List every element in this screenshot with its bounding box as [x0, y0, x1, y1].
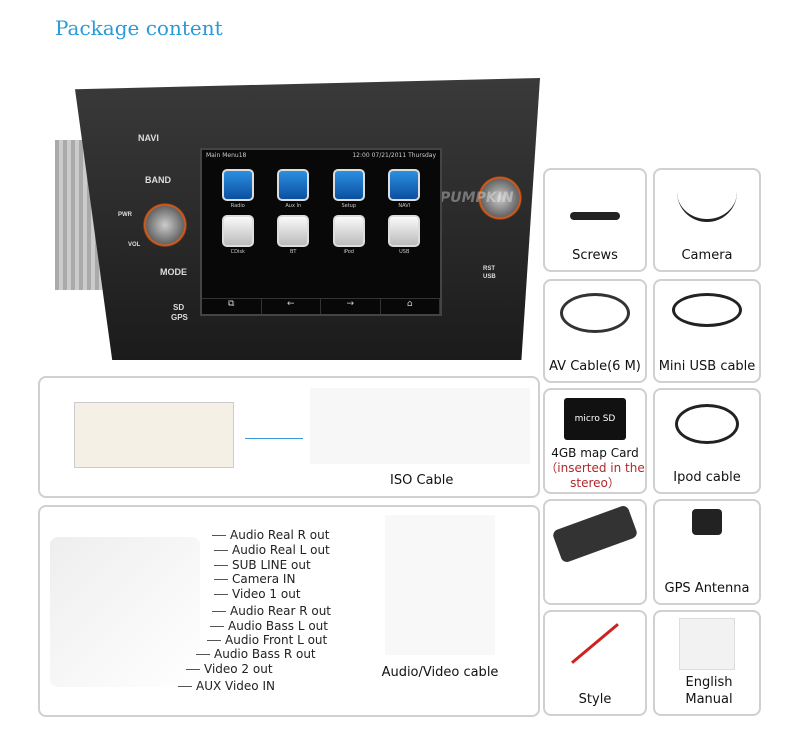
- camera-image: [677, 192, 737, 222]
- band-button: BAND: [145, 175, 171, 185]
- vol-label: VOL: [128, 242, 141, 248]
- mode-button: MODE: [160, 267, 187, 277]
- forward-arrow-icon: →: [321, 299, 381, 314]
- item-label: AV Cable(6 M): [549, 359, 641, 374]
- sd-label: SD: [173, 303, 185, 312]
- item-mini-usb: Mini USB cable: [653, 279, 761, 383]
- item-manual: English Manual: [653, 610, 761, 716]
- window-icon: ⧉: [202, 299, 262, 314]
- app-label: Radio: [230, 203, 245, 209]
- wire-label: AUX Video IN: [178, 679, 275, 693]
- wire-label: Audio Real R out: [212, 528, 329, 542]
- item-camera: Camera: [653, 168, 761, 272]
- app-ipod: iPod: [323, 215, 375, 255]
- item-ipod-cable: Ipod cable: [653, 388, 761, 494]
- app-label: USB: [399, 249, 410, 255]
- item-stylus: Style: [543, 610, 647, 716]
- globe-icon: [388, 169, 421, 201]
- item-gps-antenna: GPS Antenna: [653, 499, 761, 605]
- item-label: Ipod cable: [673, 470, 741, 485]
- bluetooth-icon: [277, 215, 310, 247]
- navi-button: NAVI: [138, 133, 159, 143]
- item-label: Mini USB cable: [658, 359, 756, 374]
- app-label: Aux In: [285, 203, 302, 209]
- menu-title: Main Menu: [206, 152, 239, 159]
- item-screws: Screws: [543, 168, 647, 272]
- apple-icon: [332, 215, 365, 247]
- remote-image: [551, 504, 639, 564]
- gps-antenna-image: [692, 509, 722, 535]
- iso-connector-image: [74, 402, 234, 468]
- wire-label: Video 2 out: [186, 662, 273, 676]
- wire-label: Audio Front L out: [207, 633, 327, 647]
- item-label: English Manual: [685, 675, 733, 707]
- back-arrow-icon: ←: [262, 299, 321, 314]
- time: 12:00: [352, 152, 370, 159]
- item-label: Screws: [572, 248, 618, 263]
- micro-sd-image: micro SD: [564, 398, 626, 440]
- item-label: GPS Antenna: [664, 581, 750, 596]
- radio-icon: [221, 169, 254, 201]
- app-label: CDisk: [230, 249, 245, 255]
- gps-label: GPS: [171, 313, 188, 322]
- disc-icon: [221, 215, 254, 247]
- app-label: NAVI: [398, 203, 411, 209]
- screws-image: [570, 212, 620, 220]
- ipod-cable-image: [675, 404, 739, 444]
- menu-number: 18: [238, 152, 247, 159]
- volume-knob: [143, 203, 187, 247]
- app-setup: Setup: [323, 169, 375, 209]
- av-cable-image: [385, 515, 495, 655]
- gear-icon: [332, 169, 365, 201]
- item-iso-cable: ISO Cable: [38, 376, 540, 498]
- stylus-image: [571, 623, 619, 664]
- pwr-label: PWR: [118, 212, 132, 218]
- wire-label: SUB LINE out: [214, 558, 311, 572]
- usb-icon: [388, 215, 421, 247]
- page-title: Package content: [55, 16, 223, 40]
- app-label: iPod: [343, 249, 354, 255]
- item-label: Camera: [681, 248, 733, 263]
- app-aux-in: Aux In: [268, 169, 320, 209]
- usb-label: USB: [483, 274, 496, 280]
- wire-label: Audio Rear R out: [212, 604, 331, 618]
- app-label: Setup: [341, 203, 357, 209]
- item-remote: [543, 499, 647, 605]
- app-cdisk: CDisk: [212, 215, 264, 255]
- home-icon: ⌂: [381, 299, 440, 314]
- usb-cable-image: [672, 293, 742, 327]
- wire-label: Camera IN: [214, 572, 295, 586]
- brand-watermark: PUMPKIN: [440, 190, 514, 206]
- item-label: Style: [578, 692, 612, 707]
- day: Thursday: [408, 152, 436, 159]
- tune-knob: [478, 176, 522, 220]
- app-navi: NAVI: [379, 169, 431, 209]
- wire-label: Audio Bass R out: [196, 647, 316, 661]
- item-note: （inserted in the stereo）: [545, 461, 645, 490]
- rca-harness-image: [50, 537, 200, 687]
- av-cable-image: [560, 293, 630, 333]
- app-usb: USB: [379, 215, 431, 255]
- item-label: 4GB map Card: [551, 446, 639, 460]
- rst-label: RST: [483, 266, 495, 272]
- item-map-card: micro SD 4GB map Card（inserted in the st…: [543, 388, 647, 494]
- app-radio: Radio: [212, 169, 264, 209]
- item-label: Audio/Video cable: [381, 665, 499, 680]
- manual-image: [679, 618, 735, 670]
- app-bt: BT: [268, 215, 320, 255]
- item-av-cable: AV Cable(6 M): [543, 279, 647, 383]
- wire-label: Video 1 out: [214, 587, 301, 601]
- aux-icon: [277, 169, 310, 201]
- date: 07/21/2011: [371, 152, 407, 159]
- wire-label: Audio Bass L out: [210, 619, 328, 633]
- iso-harness-image: [310, 388, 530, 464]
- connector-line: [245, 438, 303, 439]
- app-label: BT: [290, 249, 297, 255]
- wire-label: Audio Real L out: [214, 543, 330, 557]
- item-label: ISO Cable: [390, 473, 454, 488]
